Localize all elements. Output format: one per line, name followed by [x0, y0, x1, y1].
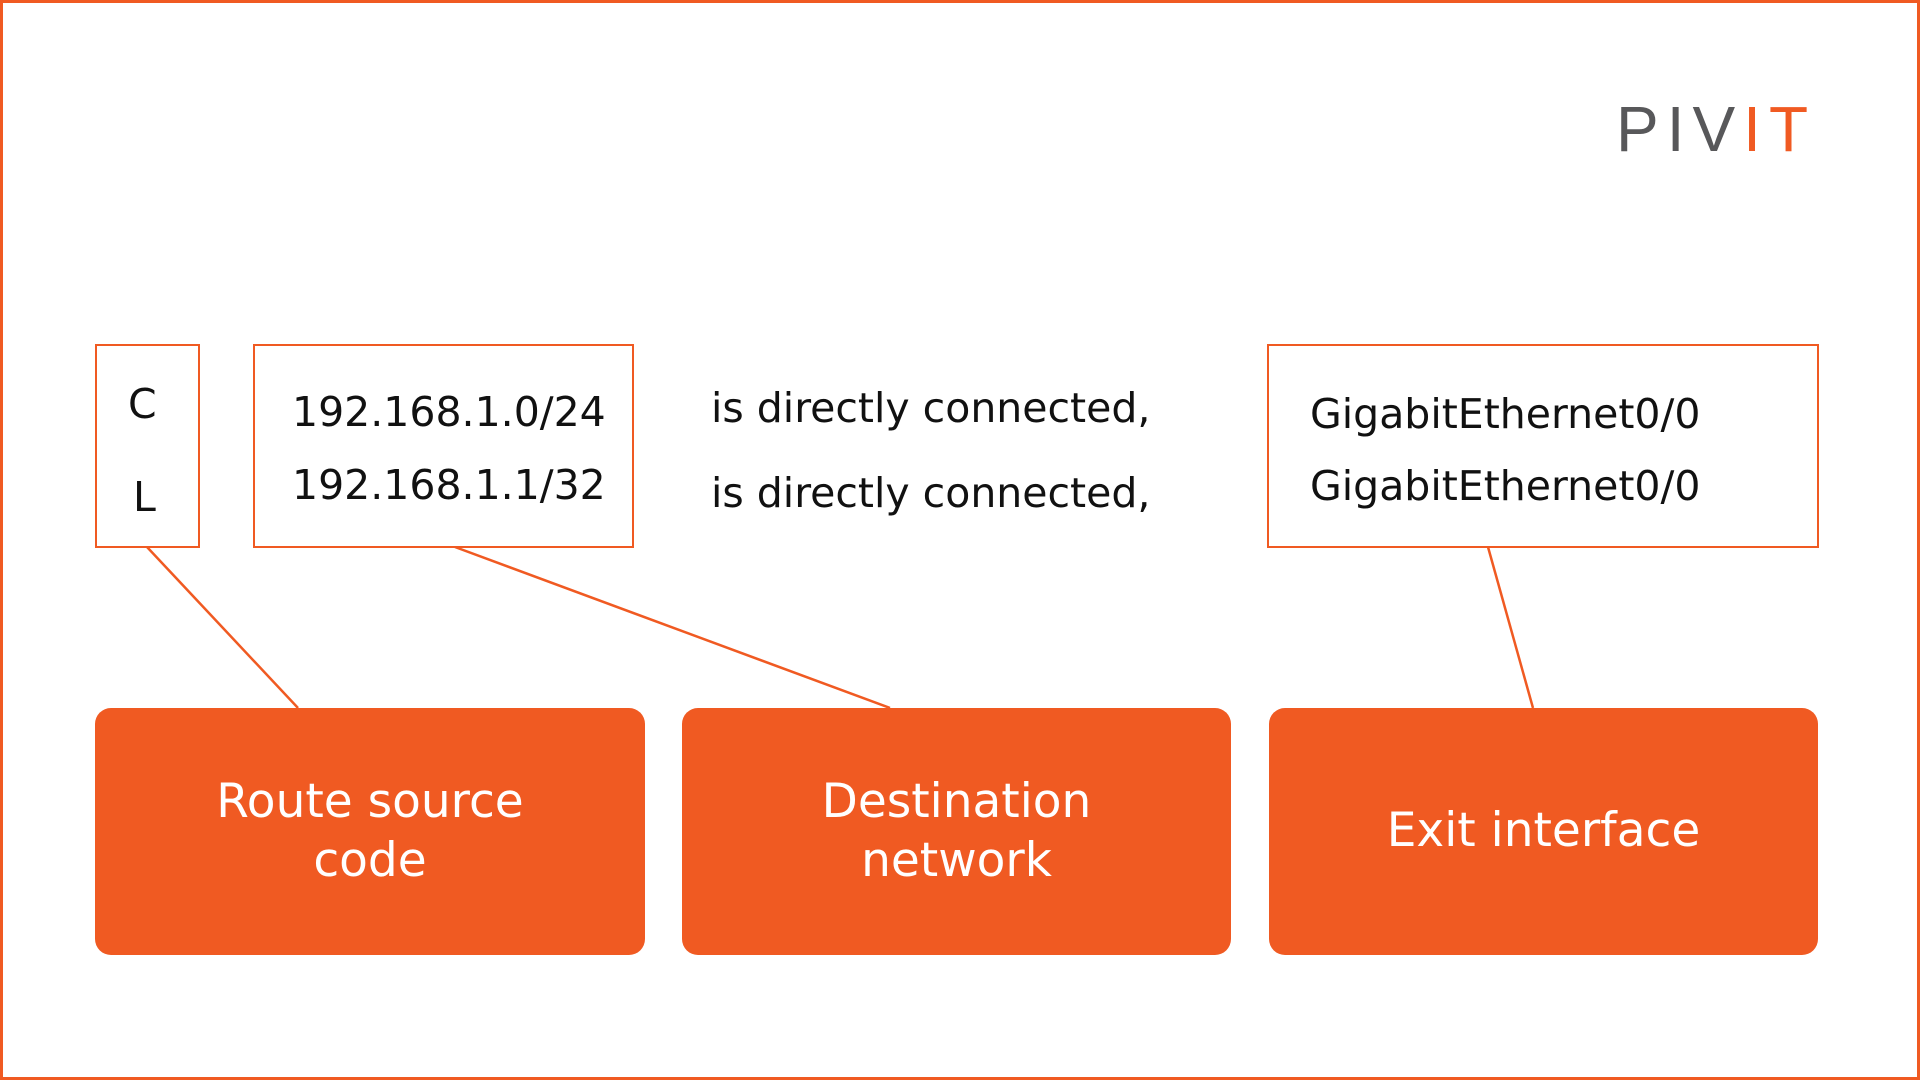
- interface-1: GigabitEthernet0/0: [1310, 390, 1701, 438]
- connector-network: [454, 545, 891, 710]
- network-box: [253, 344, 634, 548]
- code-c: C: [128, 380, 157, 428]
- interface-2: GigabitEthernet0/0: [1310, 462, 1701, 510]
- route-source-code-label: Route source code: [95, 708, 645, 955]
- connector-interface: [1486, 546, 1535, 709]
- exit-interface-label: Exit interface: [1269, 708, 1818, 955]
- pivit-logo: PIVIT: [1616, 93, 1817, 165]
- destination-network-text: Destination network: [821, 773, 1092, 888]
- code-box: [95, 344, 200, 548]
- route-source-code-text: Route source code: [216, 773, 524, 888]
- connected-text-2: is directly connected,: [711, 469, 1151, 517]
- destination-network-label: Destination network: [682, 708, 1231, 955]
- connected-text-1: is directly connected,: [711, 384, 1151, 432]
- code-l: L: [133, 473, 156, 521]
- network-2: 192.168.1.1/32: [292, 461, 606, 509]
- interface-box: [1267, 344, 1819, 548]
- connector-code: [146, 546, 299, 709]
- exit-interface-text: Exit interface: [1386, 803, 1701, 859]
- network-1: 192.168.1.0/24: [292, 388, 606, 436]
